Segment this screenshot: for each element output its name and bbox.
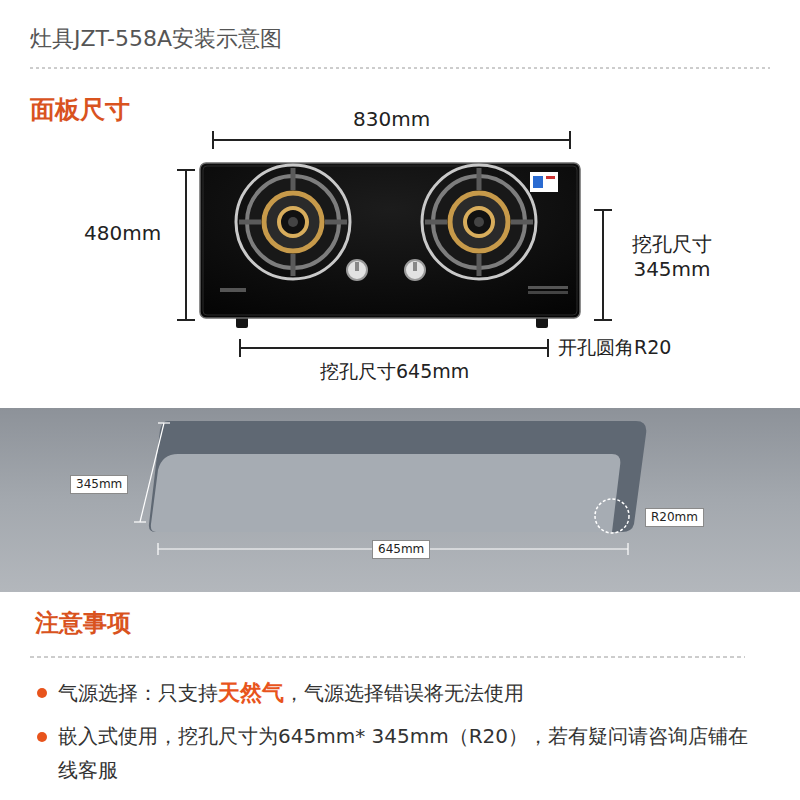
dimension: R20mm	[645, 508, 704, 527]
dimension: 开孔圆角R20	[558, 336, 671, 360]
dimension: 345mm	[70, 475, 128, 494]
note-line: 气源选择：只支持天然气，气源选择错误将无法使用	[58, 678, 524, 708]
highlight-text: 天然气	[218, 680, 284, 705]
dimension: 挖孔尺寸 345mm	[614, 232, 730, 282]
note-text: 气源选择：只支持	[58, 681, 218, 705]
dimension: 645mm	[372, 540, 430, 559]
page-title: 灶具JZT-558A安装示意图	[30, 25, 282, 53]
dimension: 830mm	[353, 107, 430, 132]
note-text: 嵌入式使用，挖孔尺寸为645mm* 345mm（R20），若有疑问请咨询店铺在线…	[58, 719, 758, 787]
note-text: ，气源选择错误将无法使用	[284, 681, 524, 705]
section-heading: 注意事项	[35, 608, 131, 638]
dimension: 480mm	[84, 221, 161, 246]
dimension: 挖孔尺寸645mm	[320, 360, 469, 384]
section-heading: 面板尺寸	[30, 94, 130, 125]
